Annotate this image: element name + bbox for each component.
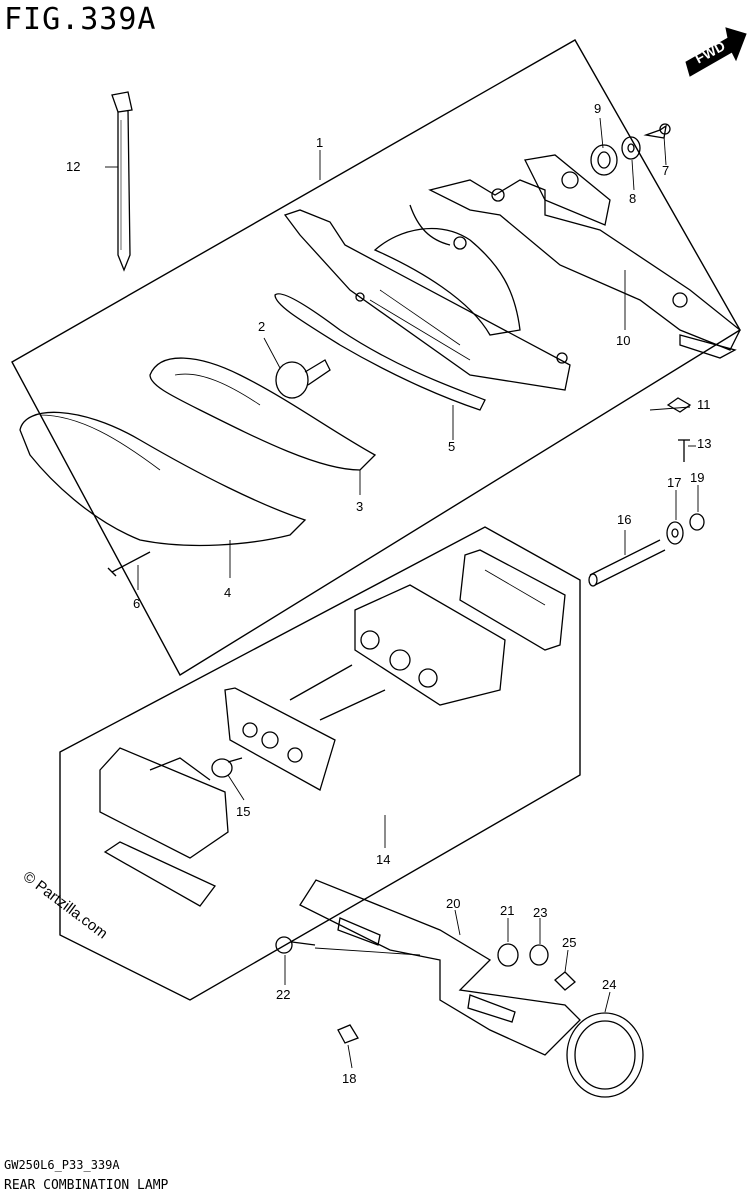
bolt-22 [275, 936, 316, 954]
callout-15: 15 [236, 804, 251, 819]
callout-14: 14 [376, 852, 391, 867]
screw-7 [643, 123, 671, 139]
grommet-9 [590, 144, 618, 176]
screw-13 [678, 439, 690, 462]
gasket-5 [274, 293, 486, 411]
spacer-16 [588, 539, 666, 587]
callout-6: 6 [133, 596, 141, 611]
callout-5: 5 [448, 439, 456, 454]
callout-23: 23 [533, 905, 548, 920]
lens-gasket-3 [149, 357, 377, 471]
nut-19 [689, 513, 705, 531]
lens-plate [103, 841, 217, 907]
lamp-lens-14 [99, 747, 229, 859]
lamp-body [354, 584, 506, 706]
lens-4 [19, 411, 307, 547]
callout-4: 4 [224, 585, 232, 600]
bulb-15 [211, 757, 243, 778]
figure-caption: REAR COMBINATION LAMP [4, 1178, 169, 1193]
callout-7: 7 [662, 163, 670, 178]
figure-title: FIG.339A [4, 2, 157, 37]
callout-17: 17 [667, 475, 682, 490]
callout-21: 21 [500, 903, 515, 918]
nut-11 [666, 397, 692, 413]
bracket-plate-10 [428, 154, 741, 359]
callout-18: 18 [342, 1071, 357, 1086]
callout-3: 3 [356, 499, 364, 514]
lamp-socket-plate [224, 664, 386, 791]
bulb-2 [275, 359, 331, 399]
bracket-20 [299, 879, 581, 1056]
lamp-housing-1 [283, 204, 571, 391]
callout-16: 16 [617, 512, 632, 527]
clip-18 [337, 1024, 359, 1044]
callout-24: 24 [602, 977, 617, 992]
callout-10: 10 [616, 333, 631, 348]
callout-2: 2 [258, 319, 266, 334]
callout-1: 1 [316, 135, 324, 150]
screw-6 [107, 551, 151, 577]
fwd-arrow-icon [685, 27, 747, 77]
callout-11: 11 [697, 397, 711, 412]
reflector-24 [566, 1012, 644, 1098]
callout-9: 9 [594, 101, 602, 116]
callout-12: 12 [66, 159, 81, 174]
callout-19: 19 [690, 470, 705, 485]
lamp-cover-gasket [459, 549, 566, 651]
washer-8 [621, 136, 641, 160]
cable-tie-12 [111, 91, 133, 272]
washer-23 [529, 944, 549, 966]
callout-13: 13 [697, 436, 712, 451]
washer-21 [497, 943, 519, 967]
assembly-box-14 [59, 526, 581, 1001]
nut-25 [554, 971, 576, 991]
washer-17 [666, 521, 684, 545]
callout-20: 20 [446, 896, 461, 911]
figure-code: GW250L6_P33_339A [4, 1158, 120, 1172]
callout-25: 25 [562, 935, 577, 950]
callout-8: 8 [629, 191, 637, 206]
callout-22: 22 [276, 987, 291, 1002]
